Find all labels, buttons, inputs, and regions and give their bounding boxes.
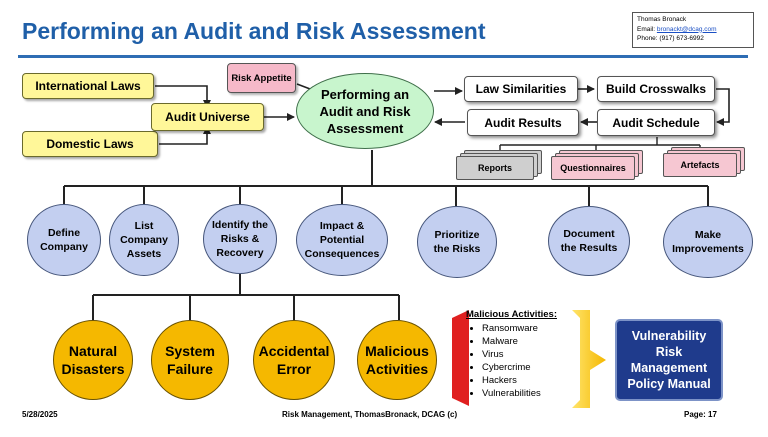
risk-accidental-error: Accidental Error	[253, 320, 335, 400]
audit-universe-box: Audit Universe	[151, 103, 264, 131]
law-similarities-box: Law Similarities	[464, 76, 578, 102]
reports-document-stack: Reports	[456, 150, 544, 182]
risk-system-failure: System Failure	[151, 320, 229, 400]
international-laws-box: International Laws	[22, 73, 154, 99]
malicious-list-title: Malicious Activities:	[466, 309, 557, 320]
questionnaires-document-stack: Questionnaires	[551, 150, 645, 182]
malicious-item: Malware	[482, 335, 586, 348]
page-title: Performing an Audit and Risk Assessment	[22, 18, 486, 44]
contact-box: Thomas Bronack Email: bronackt@dcag.com …	[632, 12, 754, 48]
step-list-company-assets: List Company Assets	[109, 204, 179, 276]
connector-domestic-laws	[159, 126, 211, 145]
step-prioritize-risks: Prioritize the Risks	[417, 206, 497, 278]
contact-phone: Phone: (917) 673-6992	[637, 35, 704, 42]
malicious-activities-list: Malicious Activities: Ransomware Malware…	[466, 309, 586, 400]
connector-schedule-outputs	[499, 137, 701, 152]
domestic-laws-box: Domestic Laws	[22, 131, 158, 157]
title-underline	[18, 55, 748, 58]
malicious-item: Hackers	[482, 374, 586, 387]
footer-date: 5/28/2025	[22, 410, 58, 419]
contact-email-row: Email: bronackt@dcag.com	[637, 25, 749, 35]
risk-appetite-box: Risk Appetite	[227, 63, 296, 93]
connector-center-steps	[63, 150, 709, 206]
footer-credit: Risk Management, ThomasBronack, DCAG (c)	[282, 410, 458, 419]
step-define-company: Define Company	[27, 204, 101, 276]
artefacts-document: Artefacts	[663, 153, 737, 177]
yellow-arrow-bracket	[572, 310, 606, 408]
malicious-items: Ransomware Malware Virus Cybercrime Hack…	[466, 322, 586, 400]
audit-results-box: Audit Results	[467, 109, 579, 136]
contact-email-link[interactable]: bronackt@dcag.com	[656, 25, 717, 33]
contact-name: Thomas Bronack	[637, 16, 687, 23]
risk-malicious-activities: Malicious Activities	[357, 320, 437, 400]
red-bracket	[452, 310, 469, 406]
artefacts-document-stack: Artefacts	[663, 147, 747, 179]
connector-intl-laws	[155, 85, 211, 108]
malicious-item: Cybercrime	[482, 361, 586, 374]
malicious-item: Vulnerabilities	[482, 387, 586, 400]
step-identify-risks: Identify the Risks & Recovery	[203, 204, 277, 274]
malicious-item: Ransomware	[482, 322, 586, 335]
build-crosswalks-box: Build Crosswalks	[597, 76, 715, 102]
audit-schedule-box: Audit Schedule	[597, 109, 715, 136]
step-document-results: Document the Results	[548, 206, 630, 276]
connector-identify-risktypes	[92, 274, 400, 320]
connector-crosswalks-schedule	[716, 88, 730, 126]
contact-email-label: Email:	[637, 25, 656, 33]
step-make-improvements: Make Improvements	[663, 206, 753, 278]
risk-natural-disasters: Natural Disasters	[53, 320, 133, 400]
questionnaires-document: Questionnaires	[551, 156, 635, 180]
footer-page-number: Page: 17	[684, 410, 717, 419]
step-impact-consequences: Impact & Potential Consequences	[296, 204, 388, 276]
central-process-ellipse: Performing an Audit and Risk Assessment	[296, 73, 434, 149]
malicious-item: Virus	[482, 348, 586, 361]
reports-document: Reports	[456, 156, 534, 180]
policy-manual-box: Vulnerability Risk Management Policy Man…	[615, 319, 723, 401]
